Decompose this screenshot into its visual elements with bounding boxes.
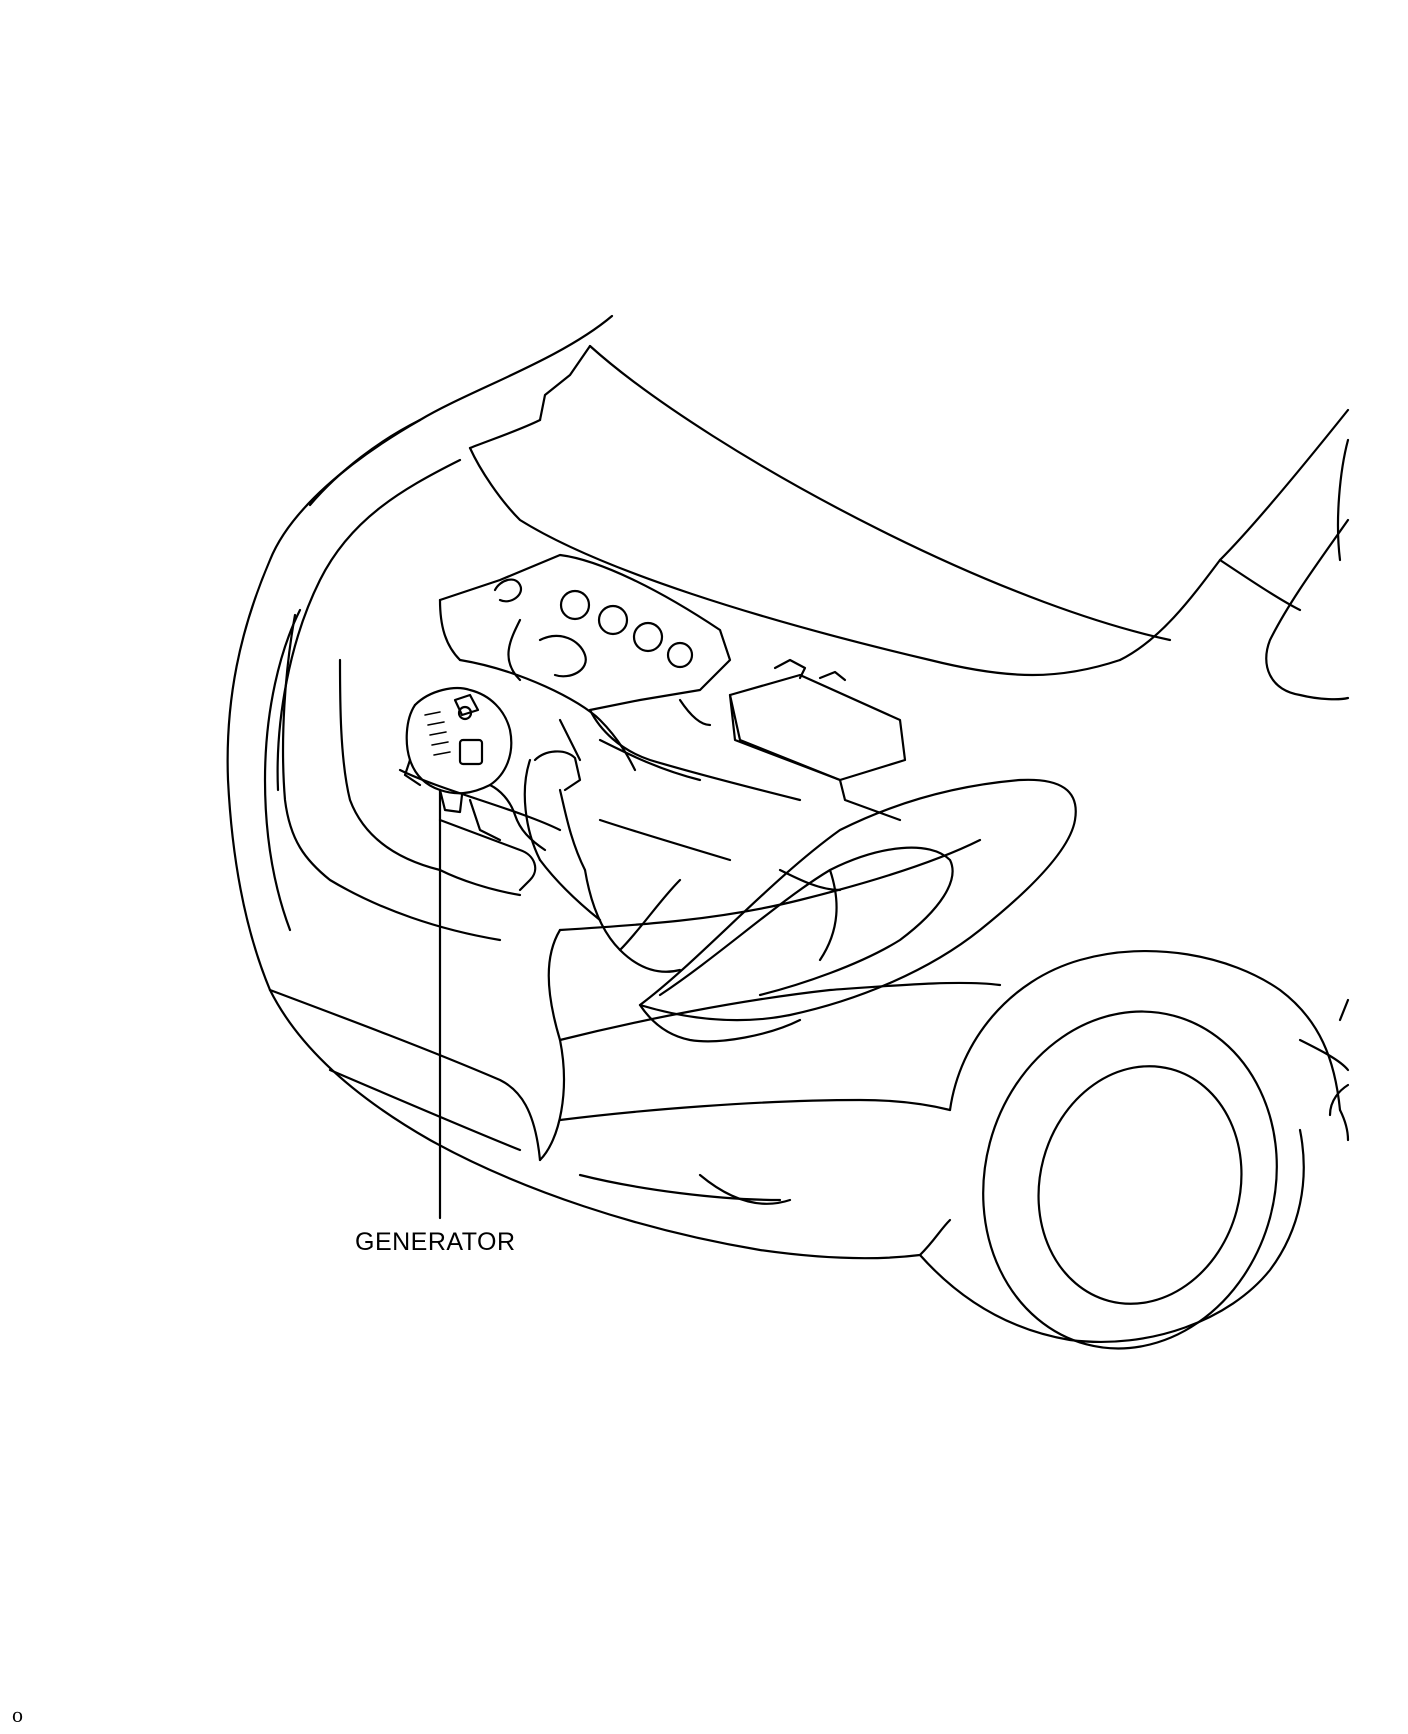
battery-outline <box>728 658 907 822</box>
body-outline <box>226 418 1002 1260</box>
generator-component <box>403 687 547 852</box>
generator-callout-label: GENERATOR <box>355 1228 516 1256</box>
lower-engine-outline <box>523 750 732 973</box>
wheel-outline <box>918 950 1350 1350</box>
hood-outline <box>308 314 1350 701</box>
corner-mark: o <box>12 1702 23 1727</box>
headlamp-outline <box>638 778 1077 1043</box>
engine-outline <box>438 553 802 802</box>
